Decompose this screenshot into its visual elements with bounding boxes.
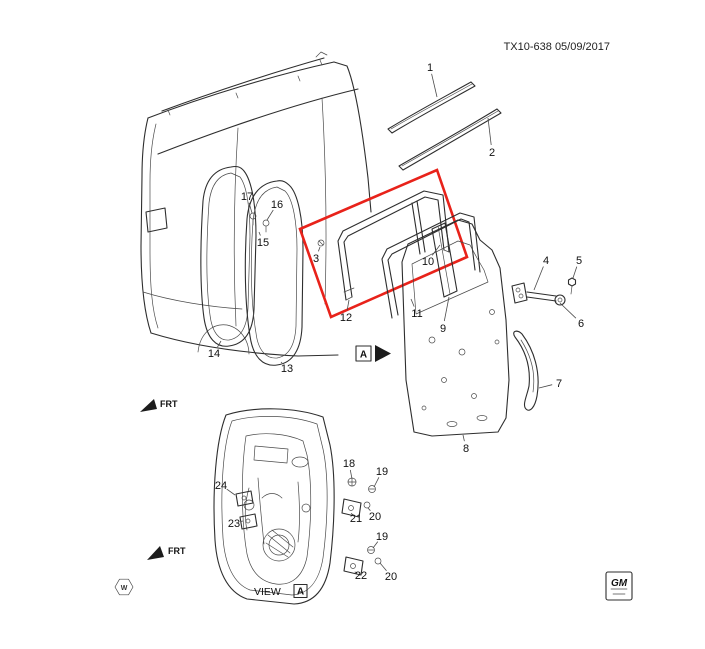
leader-line-19b [372,541,379,549]
callout-21: 21 [350,513,362,525]
callout-7: 7 [556,378,562,390]
leader-line-14 [217,340,222,348]
leader-line-11 [410,298,415,307]
part-roof-molding-1 [387,81,476,134]
leader-line-17 [248,202,253,214]
leader-line-18 [349,469,353,480]
callout-15: 15 [257,237,269,249]
leader-line-21 [350,512,354,516]
roof-moldings [387,81,502,171]
leader-line-15 [258,231,261,236]
inner-door-hardware [341,477,382,576]
detail-arrow-icon [375,345,391,362]
part-bolt-5 [567,277,577,287]
callout-18: 18 [343,458,355,470]
part-bracket-21 [341,498,362,518]
leader-line-12 [346,299,350,311]
leader-line-9 [443,296,450,322]
callout-17: 17 [241,191,253,203]
vehicle-body [140,51,372,357]
part-screw-3 [317,239,325,247]
callout-20b: 20 [385,571,397,583]
callout-3: 3 [313,253,319,265]
doc-reference: TX10-638 05/09/2017 [504,41,610,53]
leader-line-24 [226,488,236,496]
callout-19b: 19 [376,531,388,543]
callout-9: 9 [440,323,446,335]
leader-line-10 [431,244,441,256]
tail-lamp [145,207,168,233]
leader-line-8 [462,434,465,442]
leader-line-20a [367,507,371,511]
leader-line-23 [240,520,244,522]
callout-10: 10 [422,256,434,268]
frt-label: FRT [168,546,186,556]
pillar-applique [513,330,539,411]
leader-line-6 [559,302,577,319]
view-detail-letter: A [297,587,304,598]
detail-a-marker: A [355,345,391,362]
callout-16: 16 [271,199,283,211]
leader-line-20b [379,562,387,571]
leader-line-4 [533,266,544,291]
hexagon-mark: W [114,578,134,596]
hexagon-mark-letter: W [121,585,128,592]
callout-14: 14 [208,348,220,360]
leader-line-16 [266,209,274,221]
callout-22: 22 [355,570,367,582]
leader-line-2 [487,117,492,146]
callout-23: 23 [228,518,240,530]
leader-line-22 [354,571,358,574]
leader-line-5 [572,266,578,279]
frt-label: FRT [160,399,178,409]
callout-12: 12 [340,312,352,324]
part-division-channel [431,222,458,298]
view-a-caption: VIEW A [254,583,308,599]
leader-line-13 [280,361,283,364]
leader-line-3 [318,246,321,252]
highlight-box [298,168,469,319]
callout-24: 24 [215,480,227,492]
door-hinges [235,487,258,531]
part-door-8 [401,219,510,437]
callout-13: 13 [281,363,293,375]
part-weatherstrip-13 [244,180,304,366]
window-frame-and-sash [381,212,481,319]
frt-marker-bottom: FRT [147,546,186,560]
callout-1: 1 [427,62,433,74]
door-check-link [511,277,577,306]
gm-logo-text: GM [611,578,628,589]
callout-5: 5 [576,255,582,267]
gm-logo: GM [605,571,633,601]
part-bracket-22 [343,556,364,576]
leader-line-7 [538,384,553,389]
part-hinge-lower [239,513,258,530]
part-hinge-upper [235,490,254,507]
callout-19a: 19 [376,466,388,478]
callout-4: 4 [543,255,549,267]
speaker-hole [262,528,296,562]
callout-11: 11 [411,308,422,320]
view-label: VIEW [254,586,281,598]
part-roof-molding-2 [398,108,502,171]
rear-door-panel [401,219,510,437]
part-inner-panel [213,408,335,605]
window-run-channel-highlighted [317,190,450,301]
inner-door-panel [213,408,335,605]
callout-20a: 20 [369,511,381,523]
leader-line-19a [373,477,380,488]
leader-line-1 [431,73,438,98]
part-weatherstrip-14 [200,165,257,347]
callout-6: 6 [578,318,584,330]
frt-arrow-icon [140,399,157,412]
frt-arrow-icon [147,546,164,560]
retainer-clips [249,212,270,233]
detail-marker-letter: A [360,350,367,361]
frt-marker-top: FRT [140,399,178,412]
part-applique-7 [513,330,539,411]
callout-8: 8 [463,443,469,455]
callout-2: 2 [489,147,495,159]
